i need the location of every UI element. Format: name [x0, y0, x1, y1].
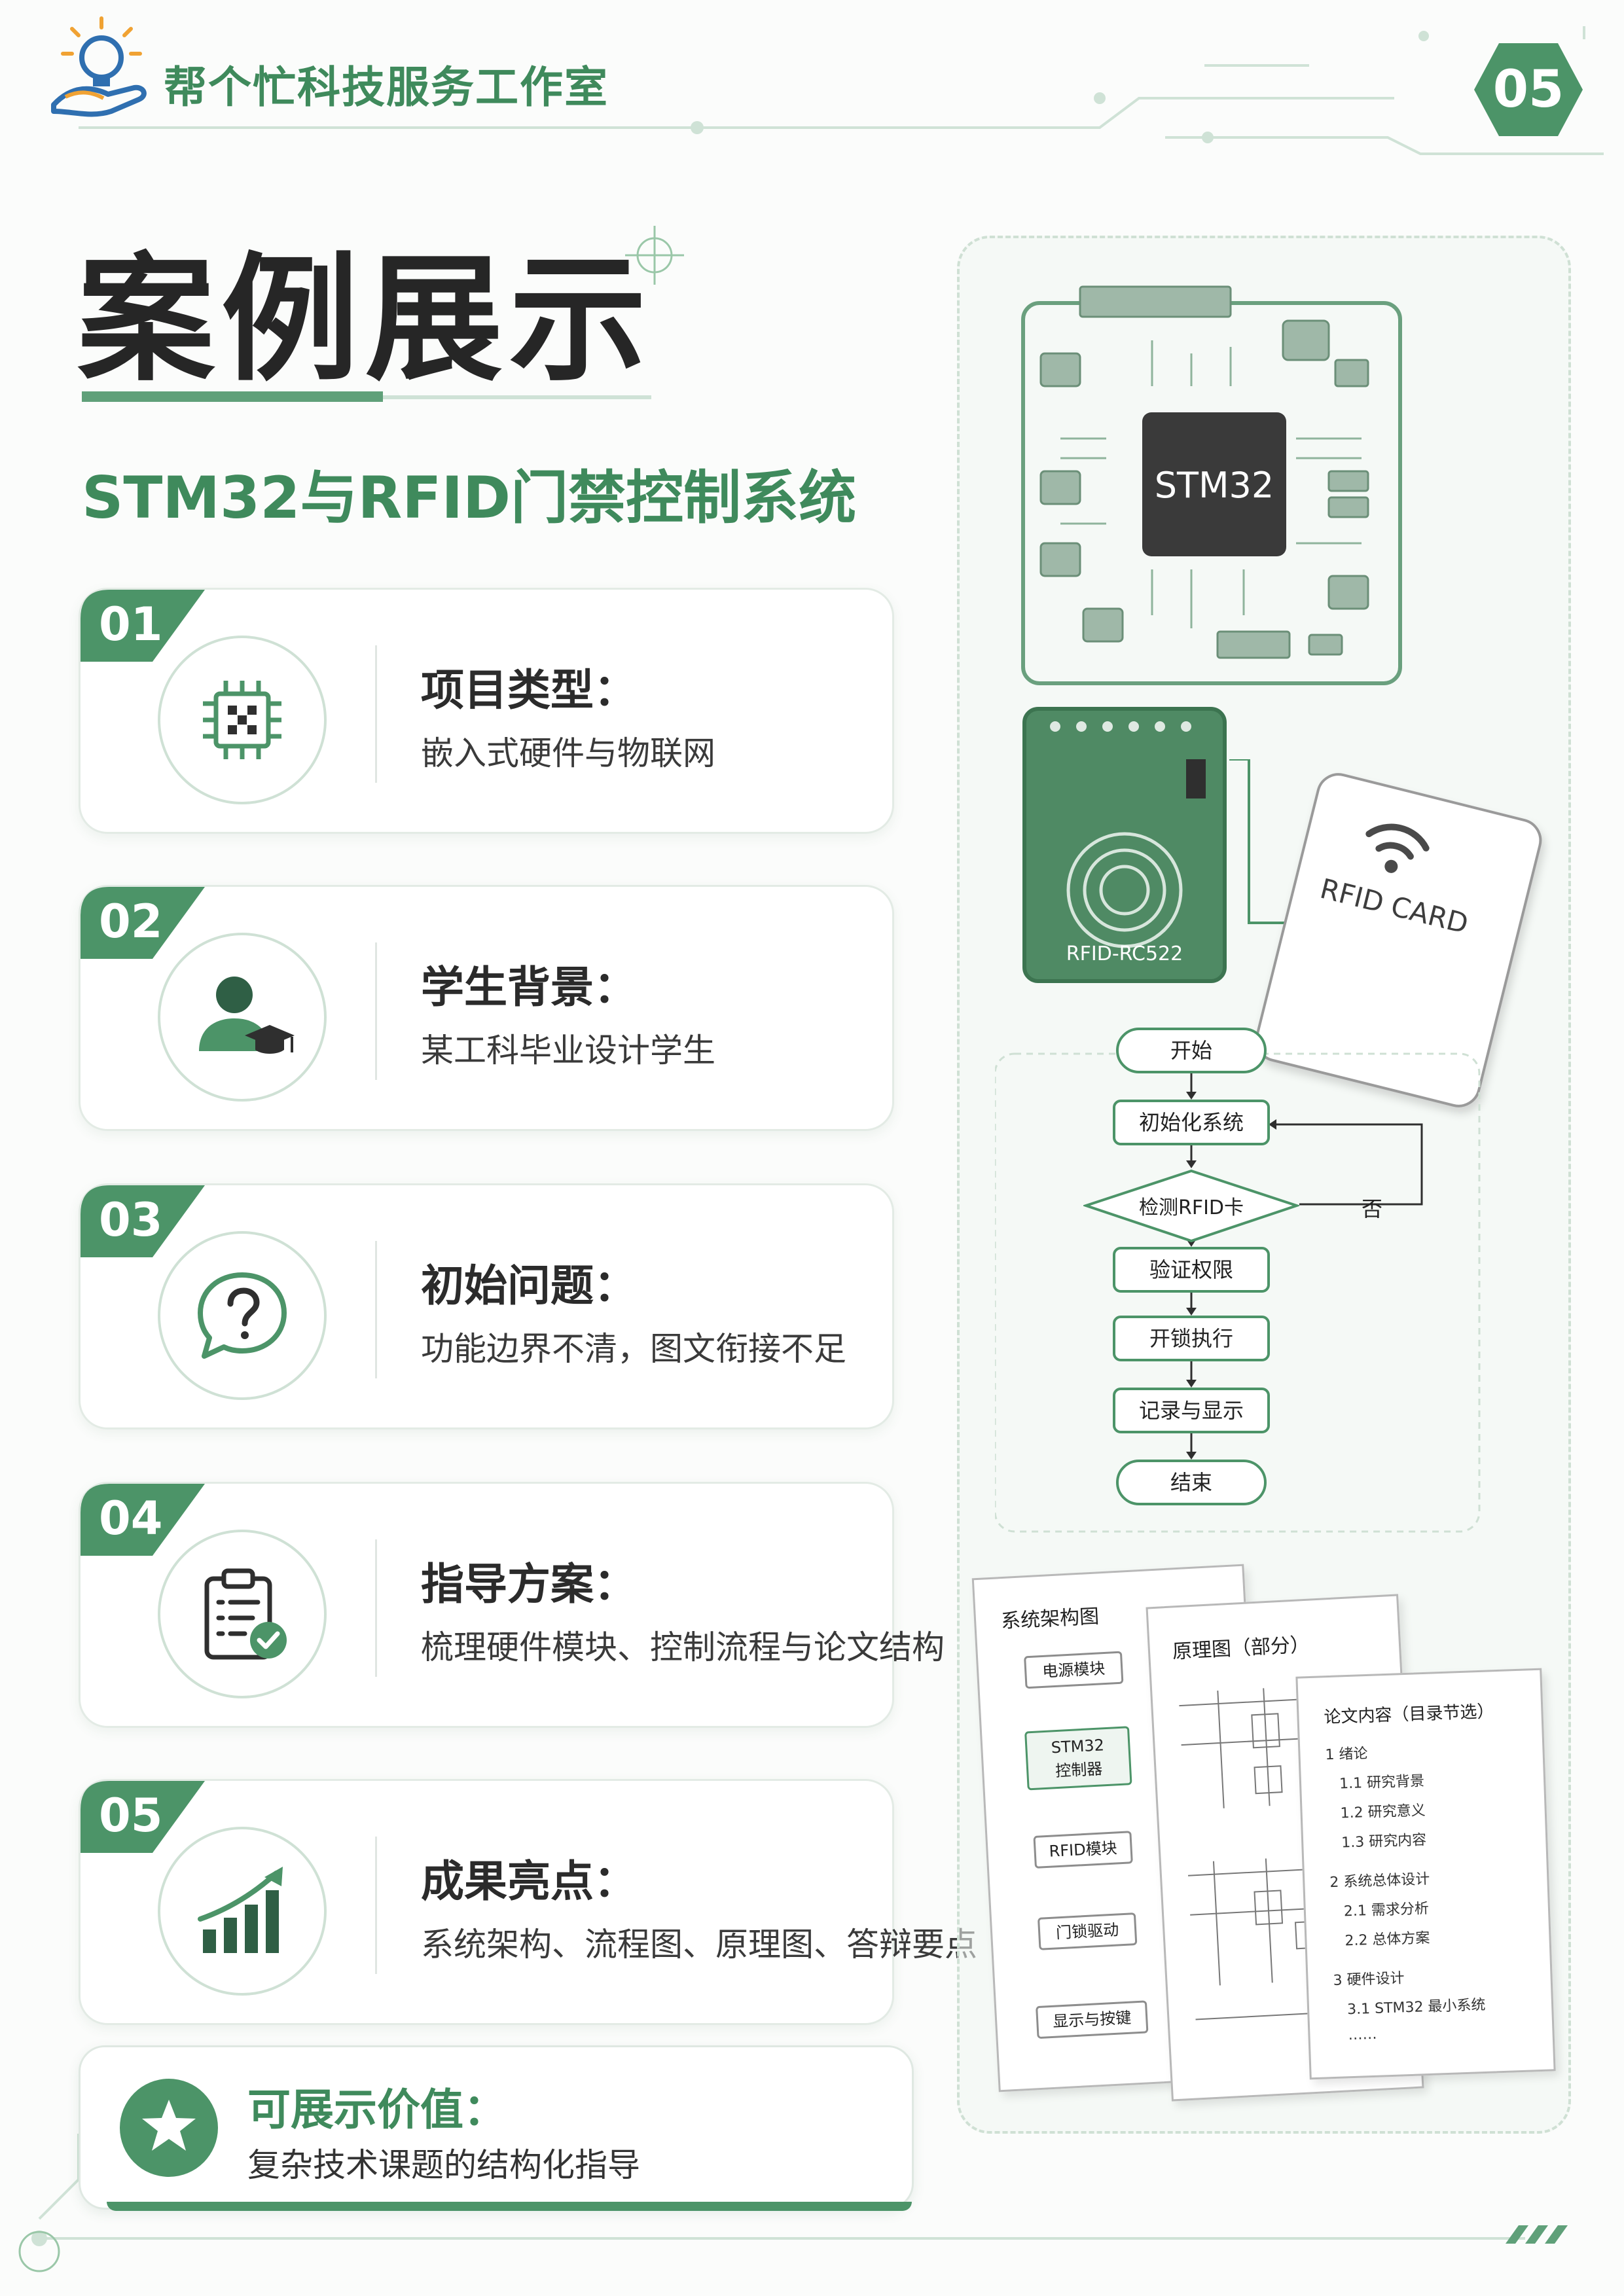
chip-icon: [203, 681, 281, 759]
card-value: 梳理硬件模块、控制流程与论文结构: [421, 1628, 945, 1666]
card-label: 项目类型：: [421, 665, 637, 715]
card-value: 某工科毕业设计学生: [421, 1031, 715, 1069]
thesis-item: 1.2 研究意义: [1340, 1802, 1426, 1822]
page-title: 案例展示: [77, 240, 654, 400]
page-number: 05: [1492, 60, 1564, 119]
card-value: 功能边界不清，图文衔接不足: [421, 1330, 846, 1368]
arch-display: 显示与按键: [1036, 2000, 1149, 2039]
value-label: 可展示价值：: [247, 2085, 507, 2135]
rfid-module-label: RFID-RC522: [1066, 942, 1183, 965]
flowchart-init: 初始化系统: [1113, 1100, 1270, 1145]
flowchart-start: 开始: [1116, 1028, 1267, 1073]
card-number: 04: [99, 1492, 163, 1545]
info-card-student-background: 02 学生背景： 某工科毕业设计学生: [79, 885, 894, 1131]
rfid-antenna: [1050, 721, 1206, 948]
brand-name: 帮个忙科技服务工作室: [164, 62, 609, 113]
pcb-components: [1039, 285, 1369, 659]
flowchart-unlock: 开锁执行: [1113, 1316, 1270, 1361]
card-number-tab: [81, 887, 205, 959]
card-number: 01: [99, 598, 163, 651]
page-number-badge: [1474, 43, 1583, 136]
case-subtitle: STM32与RFID门禁控制系统: [82, 464, 857, 531]
card-label: 成果亮点：: [421, 1856, 637, 1907]
clipboard-check-icon: [204, 1568, 287, 1660]
card-icon-circle: [158, 1827, 327, 1996]
showcase-value-box: 可展示价值： 复杂技术课题的结构化指导: [79, 2045, 914, 2211]
flowchart-detect: 检测RFID卡: [1138, 1196, 1244, 1219]
arch-controller-line2: 控制器: [1055, 1759, 1103, 1781]
flowchart-decision-shape: [1083, 1169, 1299, 1243]
star-badge: [120, 2079, 218, 2177]
doc-schematic-title: 原理图（部分）: [1172, 1633, 1310, 1664]
wireless-icon: [1365, 823, 1430, 873]
value-box-accent-bar: [107, 2202, 912, 2211]
info-card-achievements: 05 成果亮点： 系统架构、流程图、原理图、答辩要点: [79, 1779, 977, 2025]
flowchart-connectors: [995, 1052, 1481, 1533]
flowchart-no-label: 否: [1362, 1196, 1383, 1221]
arch-power: 电源模块: [1024, 1651, 1124, 1689]
card-icon-circle: [158, 636, 327, 804]
value-text: 复杂技术课题的结构化指导: [247, 2146, 640, 2184]
card-number: 03: [99, 1193, 163, 1247]
card-divider: [375, 1837, 377, 1974]
graduate-icon: [199, 977, 295, 1054]
card-label: 初始问题：: [421, 1261, 637, 1311]
card-number-tab: [81, 1781, 205, 1853]
arch-lock: 门锁驱动: [1037, 1912, 1138, 1950]
card-value: 嵌入式硬件与物联网: [421, 734, 715, 772]
card-number: 05: [99, 1789, 163, 1842]
lightbulb-hand-icon: [51, 16, 147, 117]
mcu-chip: [1142, 412, 1286, 556]
card-number-tab: [81, 1185, 205, 1257]
thesis-item: 1.3 研究内容: [1341, 1831, 1427, 1852]
info-card-project-type: 01 项目类型： 嵌入式硬件与物联网: [79, 588, 894, 834]
thesis-item: ……: [1348, 2026, 1377, 2044]
question-icon: [198, 1272, 287, 1359]
card-label: 指导方案：: [421, 1559, 637, 1609]
rfid-module: [1022, 707, 1227, 983]
doc-thesis-title: 论文内容（目录节选）: [1324, 1702, 1494, 1728]
chip-label: STM32: [1154, 465, 1274, 506]
card-icon-circle: [158, 1530, 327, 1698]
info-card-initial-problem: 03 初始问题： 功能边界不清，图文衔接不足: [79, 1183, 894, 1429]
arch-controller: STM32 控制器: [1024, 1726, 1132, 1791]
thesis-item: 1 绪论: [1325, 1745, 1368, 1764]
thesis-item: 2.2 总体方案: [1344, 1929, 1430, 1950]
doc-thesis: 论文内容（目录节选） 1 绪论 1.1 研究背景 1.2 研究意义 1.3 研究…: [1295, 1668, 1556, 2080]
flowchart-verify: 验证权限: [1113, 1247, 1270, 1293]
card-label: 学生背景：: [421, 962, 637, 1013]
card-divider: [375, 645, 377, 783]
doc-architecture-title: 系统架构图: [1000, 1605, 1100, 1634]
card-divider: [375, 1241, 377, 1378]
thesis-item: 2.1 需求分析: [1343, 1900, 1430, 1920]
card-number-tab: [81, 590, 205, 662]
card-value: 系统架构、流程图、原理图、答辩要点: [421, 1926, 977, 1964]
connector-line: [1229, 759, 1288, 924]
arch-rfid: RFID模块: [1033, 1831, 1133, 1869]
thesis-item: 1.1 研究背景: [1339, 1772, 1425, 1793]
card-icon-circle: [158, 933, 327, 1102]
card-number: 02: [99, 895, 163, 948]
flowchart-record: 记录与显示: [1113, 1388, 1270, 1433]
flowchart-end: 结束: [1116, 1460, 1267, 1505]
star-icon: [142, 2100, 196, 2151]
growth-chart-icon: [198, 1867, 283, 1953]
card-divider: [375, 1539, 377, 1677]
info-card-guidance-plan: 04 指导方案： 梳理硬件模块、控制流程与论文结构: [79, 1482, 945, 1728]
card-number-tab: [81, 1484, 205, 1556]
thesis-item: 2 系统总体设计: [1329, 1871, 1430, 1892]
card-divider: [375, 942, 377, 1080]
thesis-item: 3.1 STM32 最小系统: [1346, 1996, 1486, 2018]
card-icon-circle: [158, 1231, 327, 1400]
thesis-item: 3 硬件设计: [1333, 1970, 1405, 1990]
